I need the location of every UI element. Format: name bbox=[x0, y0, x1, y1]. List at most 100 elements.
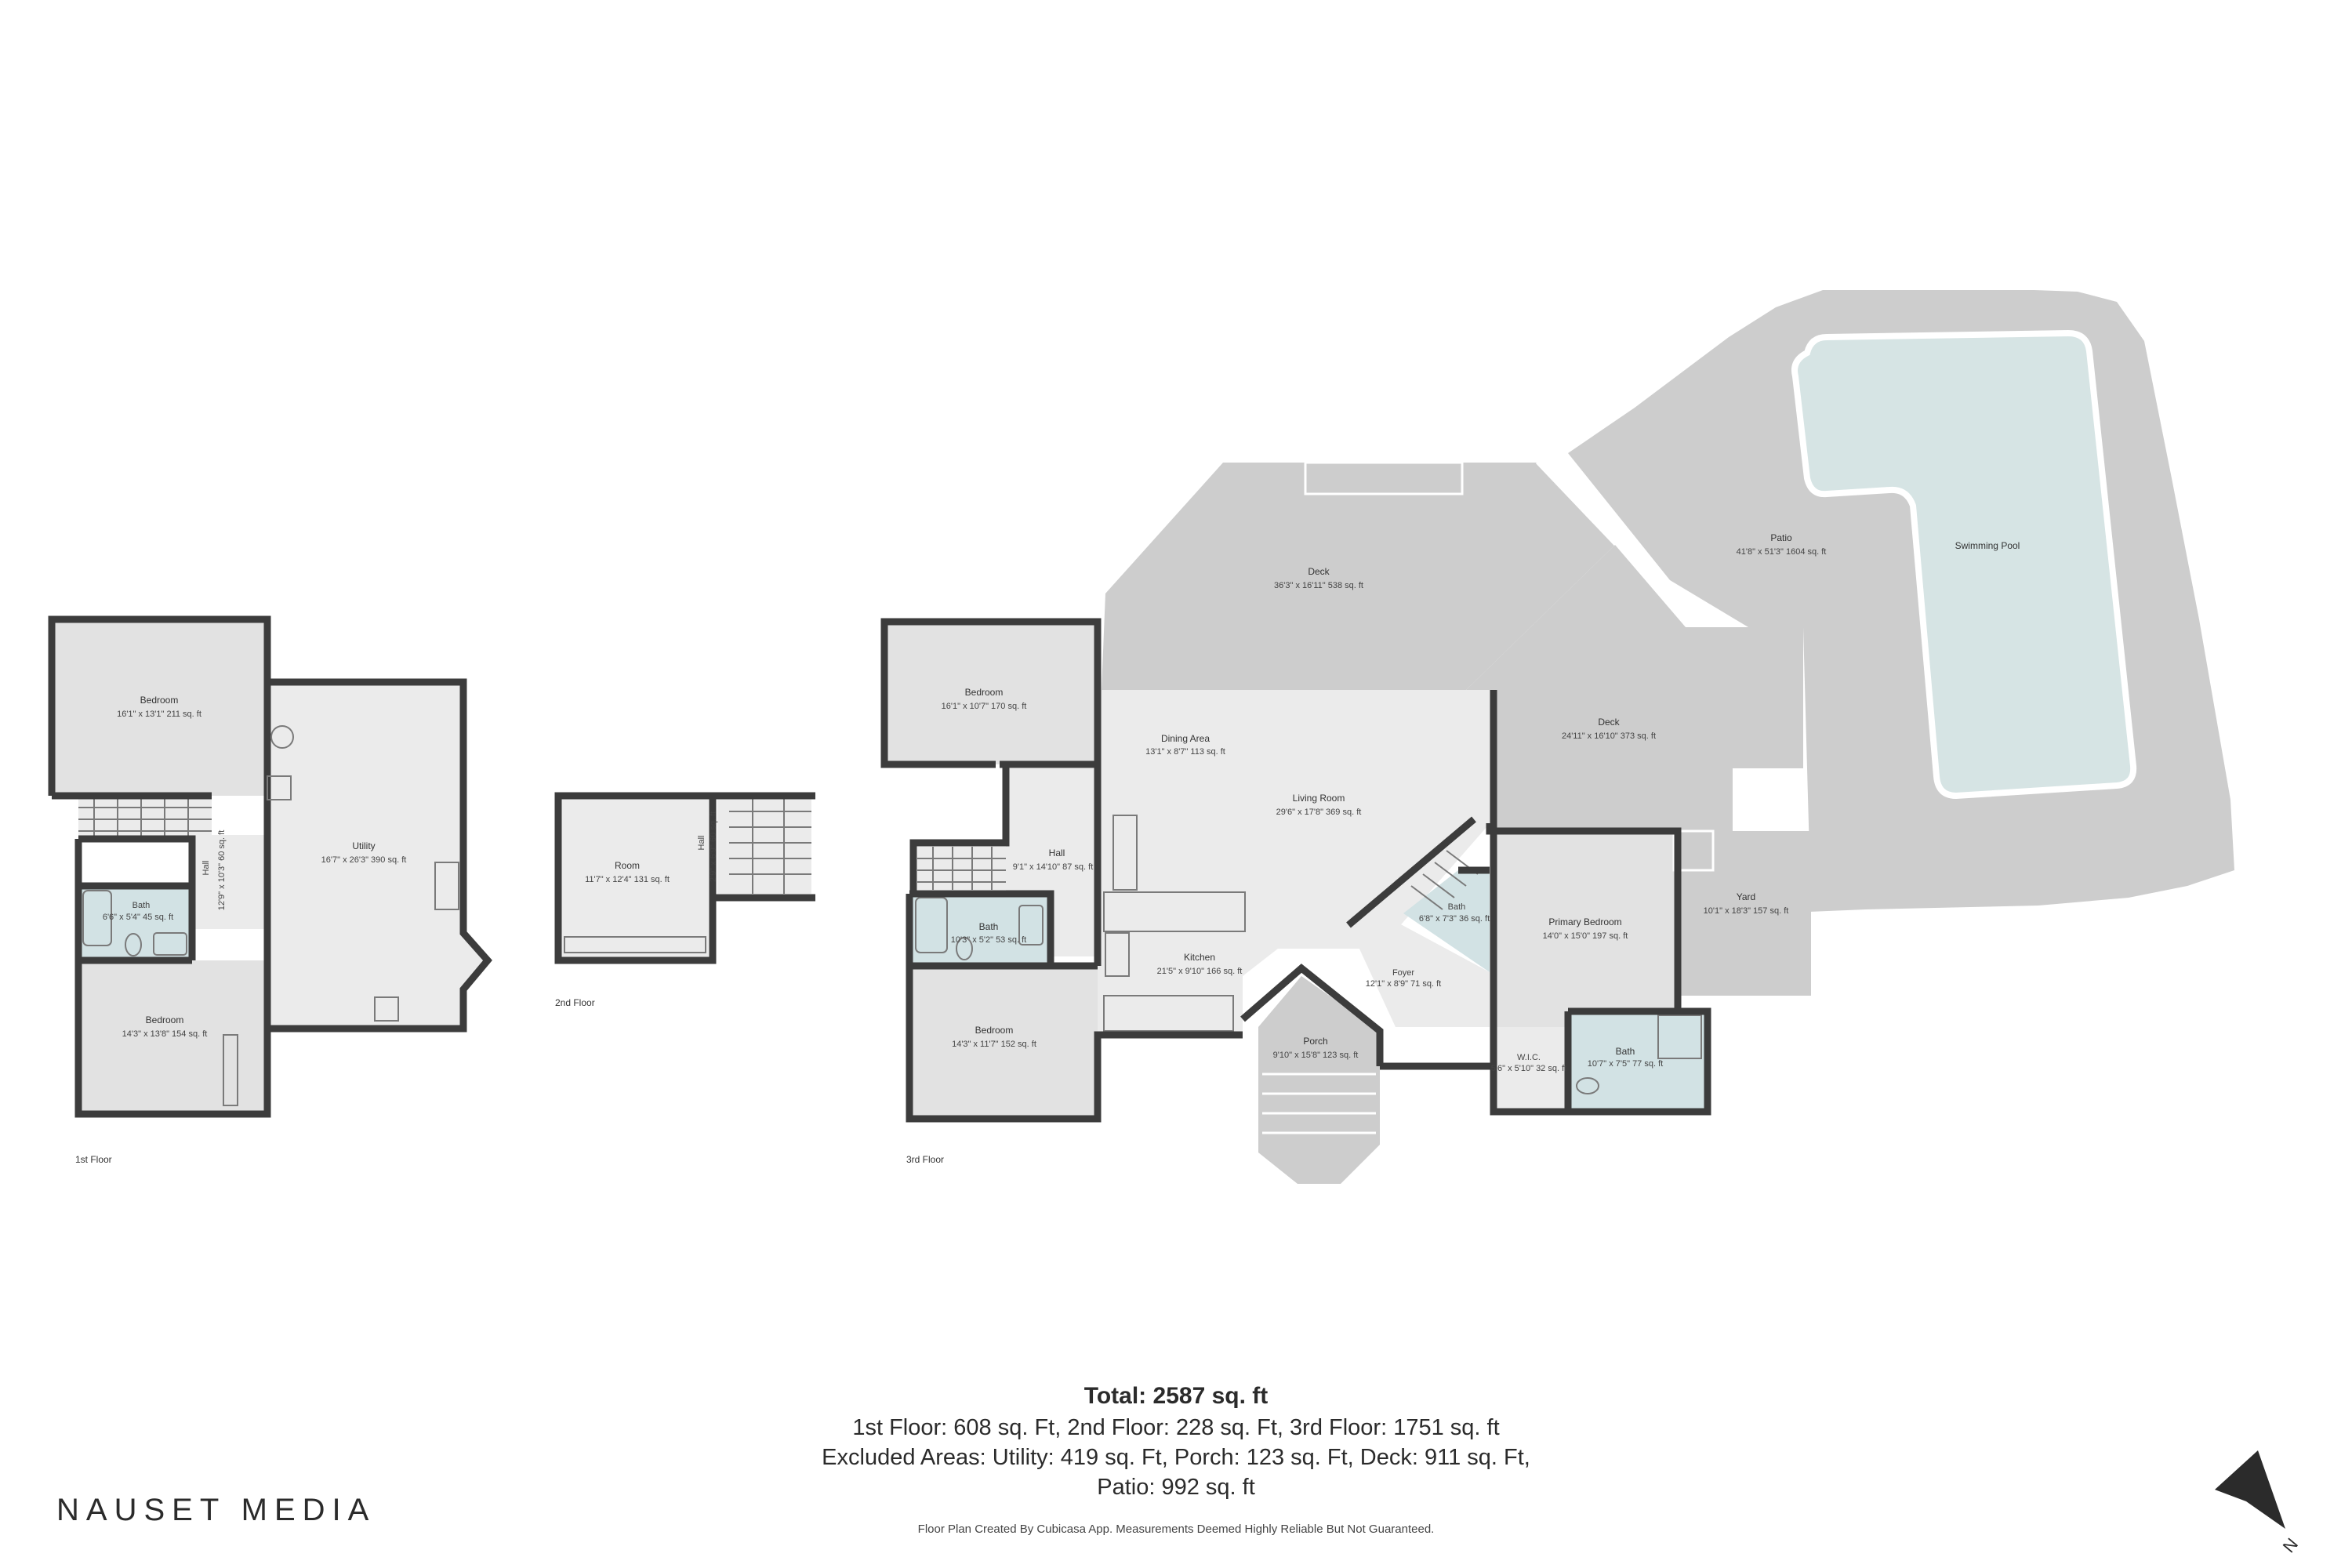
f3-primary-area bbox=[1494, 831, 1678, 1027]
f3-patio-dim: 41'8" x 51'3" 1604 sq. ft bbox=[1737, 547, 1827, 557]
f1-bedroom-bottom-area bbox=[78, 960, 267, 1114]
f3-hall-dim: 9'1" x 14'10" 87 sq. ft bbox=[1013, 862, 1094, 872]
f3-porch-area bbox=[1258, 976, 1380, 1184]
f1-utility-label: Utility bbox=[352, 840, 375, 851]
f3-wic-dim: 5'6" x 5'10" 32 sq. ft bbox=[1491, 1064, 1566, 1073]
f3-dining-label: Dining Area bbox=[1161, 733, 1210, 744]
f1-fixture-box-2 bbox=[434, 862, 459, 910]
f3-stairs bbox=[917, 847, 1006, 890]
brand-logo-text: NAUSET MEDIA bbox=[56, 1493, 376, 1527]
f1-closet-door bbox=[223, 1034, 238, 1106]
f1-bathtub-icon bbox=[82, 890, 112, 946]
f3-walls-diagonal bbox=[1240, 964, 1384, 1066]
f3-walls-left-wing bbox=[909, 764, 1010, 894]
f1-floor-label: 1st Floor bbox=[75, 1154, 112, 1165]
f2-room-area bbox=[558, 796, 713, 960]
f1-stairs bbox=[78, 796, 212, 839]
f2-room-dim: 11'7" x 12'4" 131 sq. ft bbox=[585, 875, 670, 884]
f3-deck-upper-area bbox=[1102, 463, 1615, 690]
f3-living-label: Living Room bbox=[1293, 793, 1345, 804]
first-floor-plan: Bedroom 16'1" x 13'1" 211 sq. ft Utility… bbox=[48, 615, 492, 1165]
f3-porch-steps bbox=[1262, 1073, 1376, 1134]
f3-porch-dim: 9'10" x 15'8" 123 sq. ft bbox=[1273, 1051, 1359, 1060]
f1-fixture-box bbox=[267, 775, 292, 800]
f3-bathtub-icon bbox=[915, 897, 948, 953]
f3-bath-left-label: Bath bbox=[979, 921, 999, 932]
f3-sink-icon bbox=[1018, 905, 1044, 946]
f1-hall-dim: 12'9" x 10'3" 60 sq. ft bbox=[217, 830, 227, 911]
compass-north-label: N bbox=[2279, 1534, 2302, 1556]
f3-primary-dim: 14'0" x 15'0" 197 sq. ft bbox=[1543, 931, 1628, 941]
f3-bedroom-top-area bbox=[884, 625, 1098, 764]
f2-walls-outer bbox=[554, 792, 815, 964]
f2-floor-label: 2nd Floor bbox=[555, 997, 595, 1008]
f3-wic-area bbox=[1494, 1027, 1568, 1109]
f3-wall-diagonal-long bbox=[1346, 816, 1476, 928]
f3-bedroom-bottom-area bbox=[909, 966, 1098, 1119]
f1-bath-label: Bath bbox=[132, 901, 151, 910]
f1-water-heater-icon bbox=[270, 725, 294, 749]
f2-hall-label: Hall bbox=[697, 836, 706, 851]
f3-wic-label: W.I.C. bbox=[1517, 1053, 1541, 1062]
f3-kitchen-island bbox=[1103, 891, 1246, 932]
f3-foyer-area bbox=[1348, 917, 1490, 1027]
disclaimer: Floor Plan Created By Cubicasa App. Meas… bbox=[917, 1523, 1435, 1536]
f3-fridge bbox=[1105, 932, 1130, 977]
f1-stair-area bbox=[78, 796, 212, 839]
f3-deck-lower-dim: 24'11" x 16'10" 373 sq. ft bbox=[1562, 731, 1656, 741]
compass-arrow bbox=[2215, 1450, 2285, 1529]
f1-bath-area bbox=[78, 886, 192, 958]
f3-living-area bbox=[1098, 690, 1494, 1035]
f2-stair-area bbox=[717, 796, 811, 894]
f3-walls-bedroom-top bbox=[880, 618, 1102, 768]
f3-yard-area bbox=[1678, 831, 1811, 996]
f1-bedroom-bottom-dim: 14'3" x 13'8" 154 sq. ft bbox=[122, 1029, 208, 1039]
f1-wall-bath bbox=[78, 835, 196, 960]
f1-utility-dim: 16'7" x 26'3" 390 sq. ft bbox=[321, 855, 407, 865]
f1-fixture-box-3 bbox=[374, 996, 399, 1022]
f3-bath-small-label: Bath bbox=[1448, 902, 1466, 912]
f3-bedroom-bottom-dim: 14'3" x 11'7" 152 sq. ft bbox=[952, 1040, 1036, 1049]
f3-bath-left-dim: 10'3" x 5'2" 53 sq. ft bbox=[951, 935, 1026, 945]
f1-bedroom-bottom-label: Bedroom bbox=[146, 1014, 184, 1025]
f3-patio-label: Patio bbox=[1770, 532, 1792, 543]
f3-kitchen-label: Kitchen bbox=[1184, 952, 1215, 963]
f3-walls-primary bbox=[1486, 823, 1711, 1116]
f3-deck-upper-dim: 36'3" x 16'11" 538 sq. ft bbox=[1274, 581, 1363, 590]
f2-stairs bbox=[729, 796, 811, 894]
f3-bedroom-bottom-label: Bedroom bbox=[975, 1025, 1014, 1036]
f3-dining-dim: 13'1" x 8'7" 113 sq. ft bbox=[1145, 747, 1225, 757]
f3-bedroom-top-label: Bedroom bbox=[965, 687, 1004, 698]
f3-toilet-icon bbox=[956, 937, 973, 960]
f3-swimming-pool bbox=[1791, 329, 2137, 800]
third-floor-plan: Deck 36'3" x 16'11" 538 sq. ft Patio 41'… bbox=[880, 290, 2234, 1184]
f3-deck-lower-area bbox=[1466, 545, 1803, 831]
north-arrow-icon: N bbox=[2215, 1450, 2302, 1556]
f3-pool-label: Swimming Pool bbox=[1955, 540, 2020, 551]
f1-bedroom-top-dim: 16'1" x 13'1" 211 sq. ft bbox=[117, 710, 201, 719]
f3-walls-bedroom-bottom bbox=[906, 894, 1243, 1123]
f2-room-label: Room bbox=[615, 860, 640, 871]
f1-utility-area bbox=[267, 682, 463, 1029]
f2-hall-dim: 2'9" x 6'9" 60 sq. ft bbox=[709, 811, 718, 882]
f3-bath-small-area bbox=[1403, 870, 1490, 972]
excluded-areas: Excluded Areas: Utility: 419 sq. Ft, Por… bbox=[822, 1445, 1530, 1470]
f3-living-dim: 29'6" x 17'8" 369 sq. ft bbox=[1276, 808, 1362, 817]
f3-stair-area bbox=[917, 847, 1006, 890]
f2-bench bbox=[564, 936, 706, 953]
f3-toilet-primary-icon bbox=[1576, 1077, 1599, 1094]
f3-pantry bbox=[1112, 815, 1138, 891]
f3-porch-label: Porch bbox=[1303, 1036, 1327, 1047]
excluded-areas-cont: Patio: 992 sq. ft bbox=[1097, 1475, 1255, 1500]
f1-utility-angled-area bbox=[463, 933, 488, 989]
f3-shower-icon bbox=[1657, 1014, 1702, 1059]
f3-bath-small-dim: 6'8" x 7'3" 36 sq. ft bbox=[1419, 914, 1490, 924]
f3-deck-edge bbox=[1535, 461, 1617, 546]
f3-deck-upper-label: Deck bbox=[1308, 566, 1330, 577]
f3-foyer-dim: 12'1" x 8'9" 71 sq. ft bbox=[1366, 979, 1441, 989]
f3-kitchen-dim: 21'5" x 9'10" 166 sq. ft bbox=[1157, 967, 1243, 976]
f3-bedroom-top-dim: 16'1" x 10'7" 170 sq. ft bbox=[942, 702, 1027, 711]
f1-bedroom-top-area bbox=[52, 619, 267, 796]
f1-hall-label: Hall bbox=[201, 861, 211, 876]
